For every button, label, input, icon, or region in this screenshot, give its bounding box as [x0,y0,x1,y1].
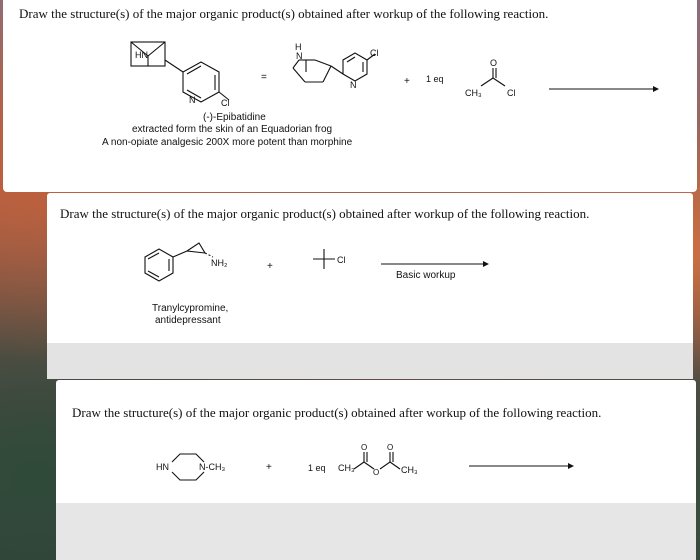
question-1-text: Draw the structure(s) of the major organ… [19,6,549,21]
label-hn-1: HN [135,50,148,60]
label-ch3-left: CH₃ [338,463,355,473]
question-2-text: Draw the structure(s) of the major organ… [60,206,590,221]
question-card-2: Draw the structure(s) of the major organ… [47,193,693,379]
piperazine-bottom [171,471,205,481]
label-cl-2: Cl [370,48,379,58]
bicycle-right-bond [292,67,306,83]
question-3-text: Draw the structure(s) of the major organ… [72,405,602,420]
caption-antidepressant: antidepressant [155,315,221,326]
benzene-ring [144,248,174,282]
question-card-1: Draw the structure(s) of the major organ… [3,0,697,192]
reaction-scheme-2: NH₂ + Cl Basic workup [144,242,489,282]
molecule-name-epibatidine: (-)-Epibatidine [203,112,266,123]
caption-frog: extracted form the skin of an Equadorian… [132,124,333,135]
reaction-scheme-3: HN N-CH₃ + 1 eq CH₃ O O O CH₃ [156,443,574,481]
reaction-arrow-2 [381,261,489,267]
label-n-ch3: N-CH₃ [199,462,225,472]
reaction-scheme-1: HN N Cl = H N N Cl + 1 eq CH₃ O Cl [130,41,659,108]
label-cl-1: Cl [221,98,230,108]
cyclopropane-ring [185,242,207,254]
reaction-arrow-3 [469,463,574,469]
anhydride-bonds [353,461,365,470]
label-nh2: NH₂ [211,258,228,268]
caption-tranylcypromine: Tranylcypromine, [152,303,229,314]
label-hn-piperazine: HN [156,462,169,472]
label-cl-3: Cl [507,88,516,98]
label-n-bridge: N [296,51,303,61]
label-o-bridge: O [373,468,379,477]
reagent-amount-3: 1 eq [308,463,326,473]
equals-sign: = [261,72,267,83]
answer-area-2[interactable] [47,343,693,379]
label-o-carbonyl-2: O [387,443,393,452]
plus-sign-3: + [266,462,272,473]
plus-sign-1: + [404,76,410,87]
label-o-carbonyl-1: O [361,443,367,452]
label-h-bridge: H [295,42,302,52]
reaction-arrow-1 [549,86,659,92]
reagent-amount-1: 1 eq [426,74,444,84]
label-cl-tbu: Cl [337,255,346,265]
plus-sign-2: + [267,261,273,272]
caption-analgesic: A non-opiate analgesic 200X more potent … [102,137,353,148]
label-ch3-1: CH₃ [465,88,482,98]
acetyl-chloride-bond [480,77,494,87]
label-n-1: N [189,95,196,105]
piperazine-top [171,453,205,463]
answer-area-3[interactable] [56,503,696,560]
label-ch3-right: CH₃ [401,465,418,475]
label-o-1: O [490,58,497,68]
label-n-2: N [350,80,357,90]
question-card-3: Draw the structure(s) of the major organ… [56,380,696,560]
arrow-label-basic-workup: Basic workup [396,270,456,281]
